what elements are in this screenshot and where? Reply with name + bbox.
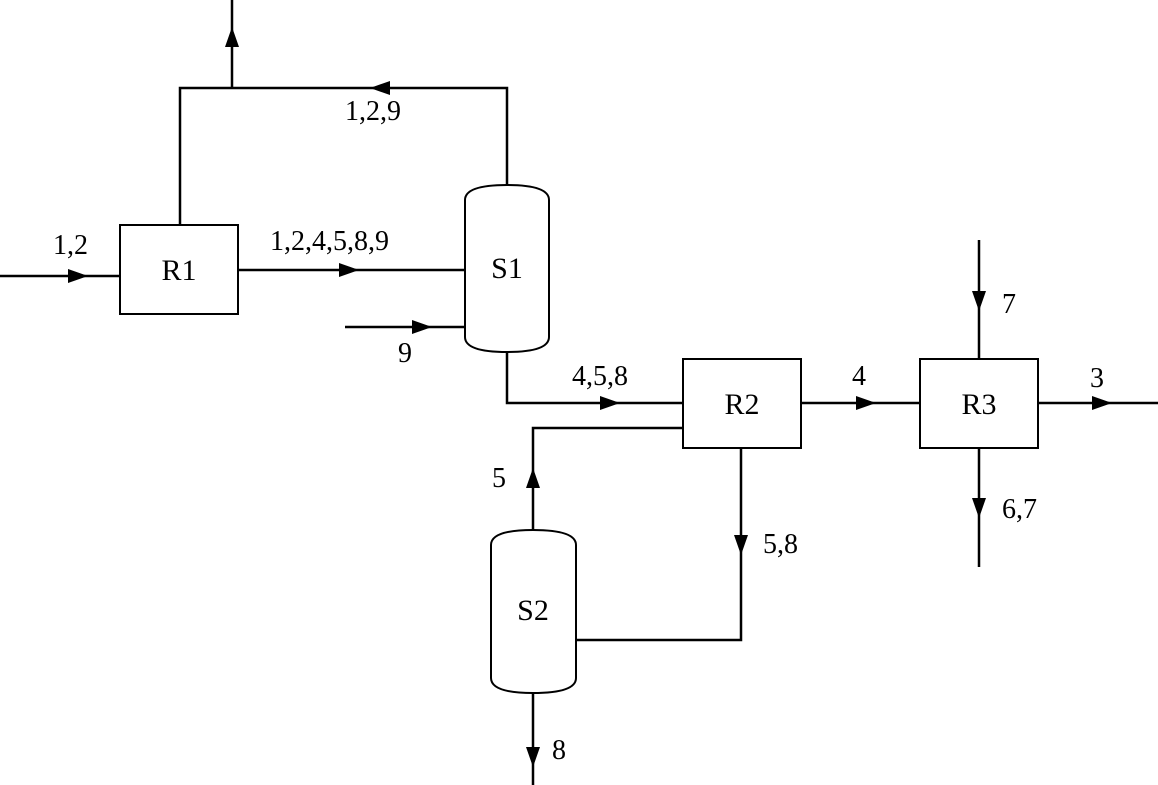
r3-out-arrow	[972, 498, 986, 518]
r2-to-s2-line	[576, 447, 743, 642]
r1-label: R1	[161, 254, 196, 287]
vent-arrow	[225, 27, 239, 47]
reactor-r3-box	[919, 358, 1039, 449]
r3-label: R3	[961, 388, 996, 421]
r2-to-r3-label: 4	[852, 361, 866, 392]
feed-s1-label: 9	[398, 338, 412, 369]
feed-r1-label: 1,2	[53, 230, 88, 261]
r2-to-s2-label: 5,8	[763, 529, 798, 560]
r3-product-arrow	[1092, 396, 1112, 410]
reactor-r1-box	[119, 224, 239, 315]
s1-to-r2-label: 4,5,8	[572, 361, 628, 392]
r2-to-r3-arrow	[856, 396, 876, 410]
separator-s2-vessel	[490, 528, 577, 695]
r2-to-s2-arrow	[734, 535, 748, 555]
recycle-arrow	[370, 81, 390, 95]
stream-labels: 1,2 1,2,4,5,8,9 1,2,9 9 4,5,8 4 3 7 6,7 …	[53, 96, 1104, 766]
r3-in-label: 7	[1002, 289, 1016, 320]
r3-in-arrow	[972, 291, 986, 311]
s2-label: S2	[517, 594, 549, 627]
r1-to-s1-arrow	[339, 263, 359, 277]
r3-out-label: 6,7	[1002, 494, 1037, 525]
reactor-r2-box	[682, 358, 802, 449]
feed-s1-arrow	[412, 320, 432, 334]
feed-r1-arrow	[68, 269, 88, 283]
s2-to-r2-arrow	[526, 468, 540, 488]
s1-label: S1	[491, 252, 523, 285]
r1-to-s1-label: 1,2,4,5,8,9	[270, 226, 389, 257]
s1-to-r2-line	[505, 352, 683, 405]
s1-overhead-label: 1,2,9	[345, 96, 401, 127]
s2-bottom-label: 8	[552, 735, 566, 766]
r1-recycle-line	[178, 86, 509, 225]
s2-to-r2-label: 5	[492, 463, 506, 494]
r3-product-label: 3	[1090, 363, 1104, 394]
s2-bottom-arrow	[526, 747, 540, 767]
arrowheads	[68, 27, 1112, 767]
unit-labels: R1 R2 R3 S1 S2	[161, 252, 996, 627]
s2-to-r2-line	[531, 426, 683, 530]
s1-to-r2-arrow	[600, 396, 620, 410]
r2-label: R2	[724, 388, 759, 421]
separator-s1-vessel	[464, 183, 550, 354]
